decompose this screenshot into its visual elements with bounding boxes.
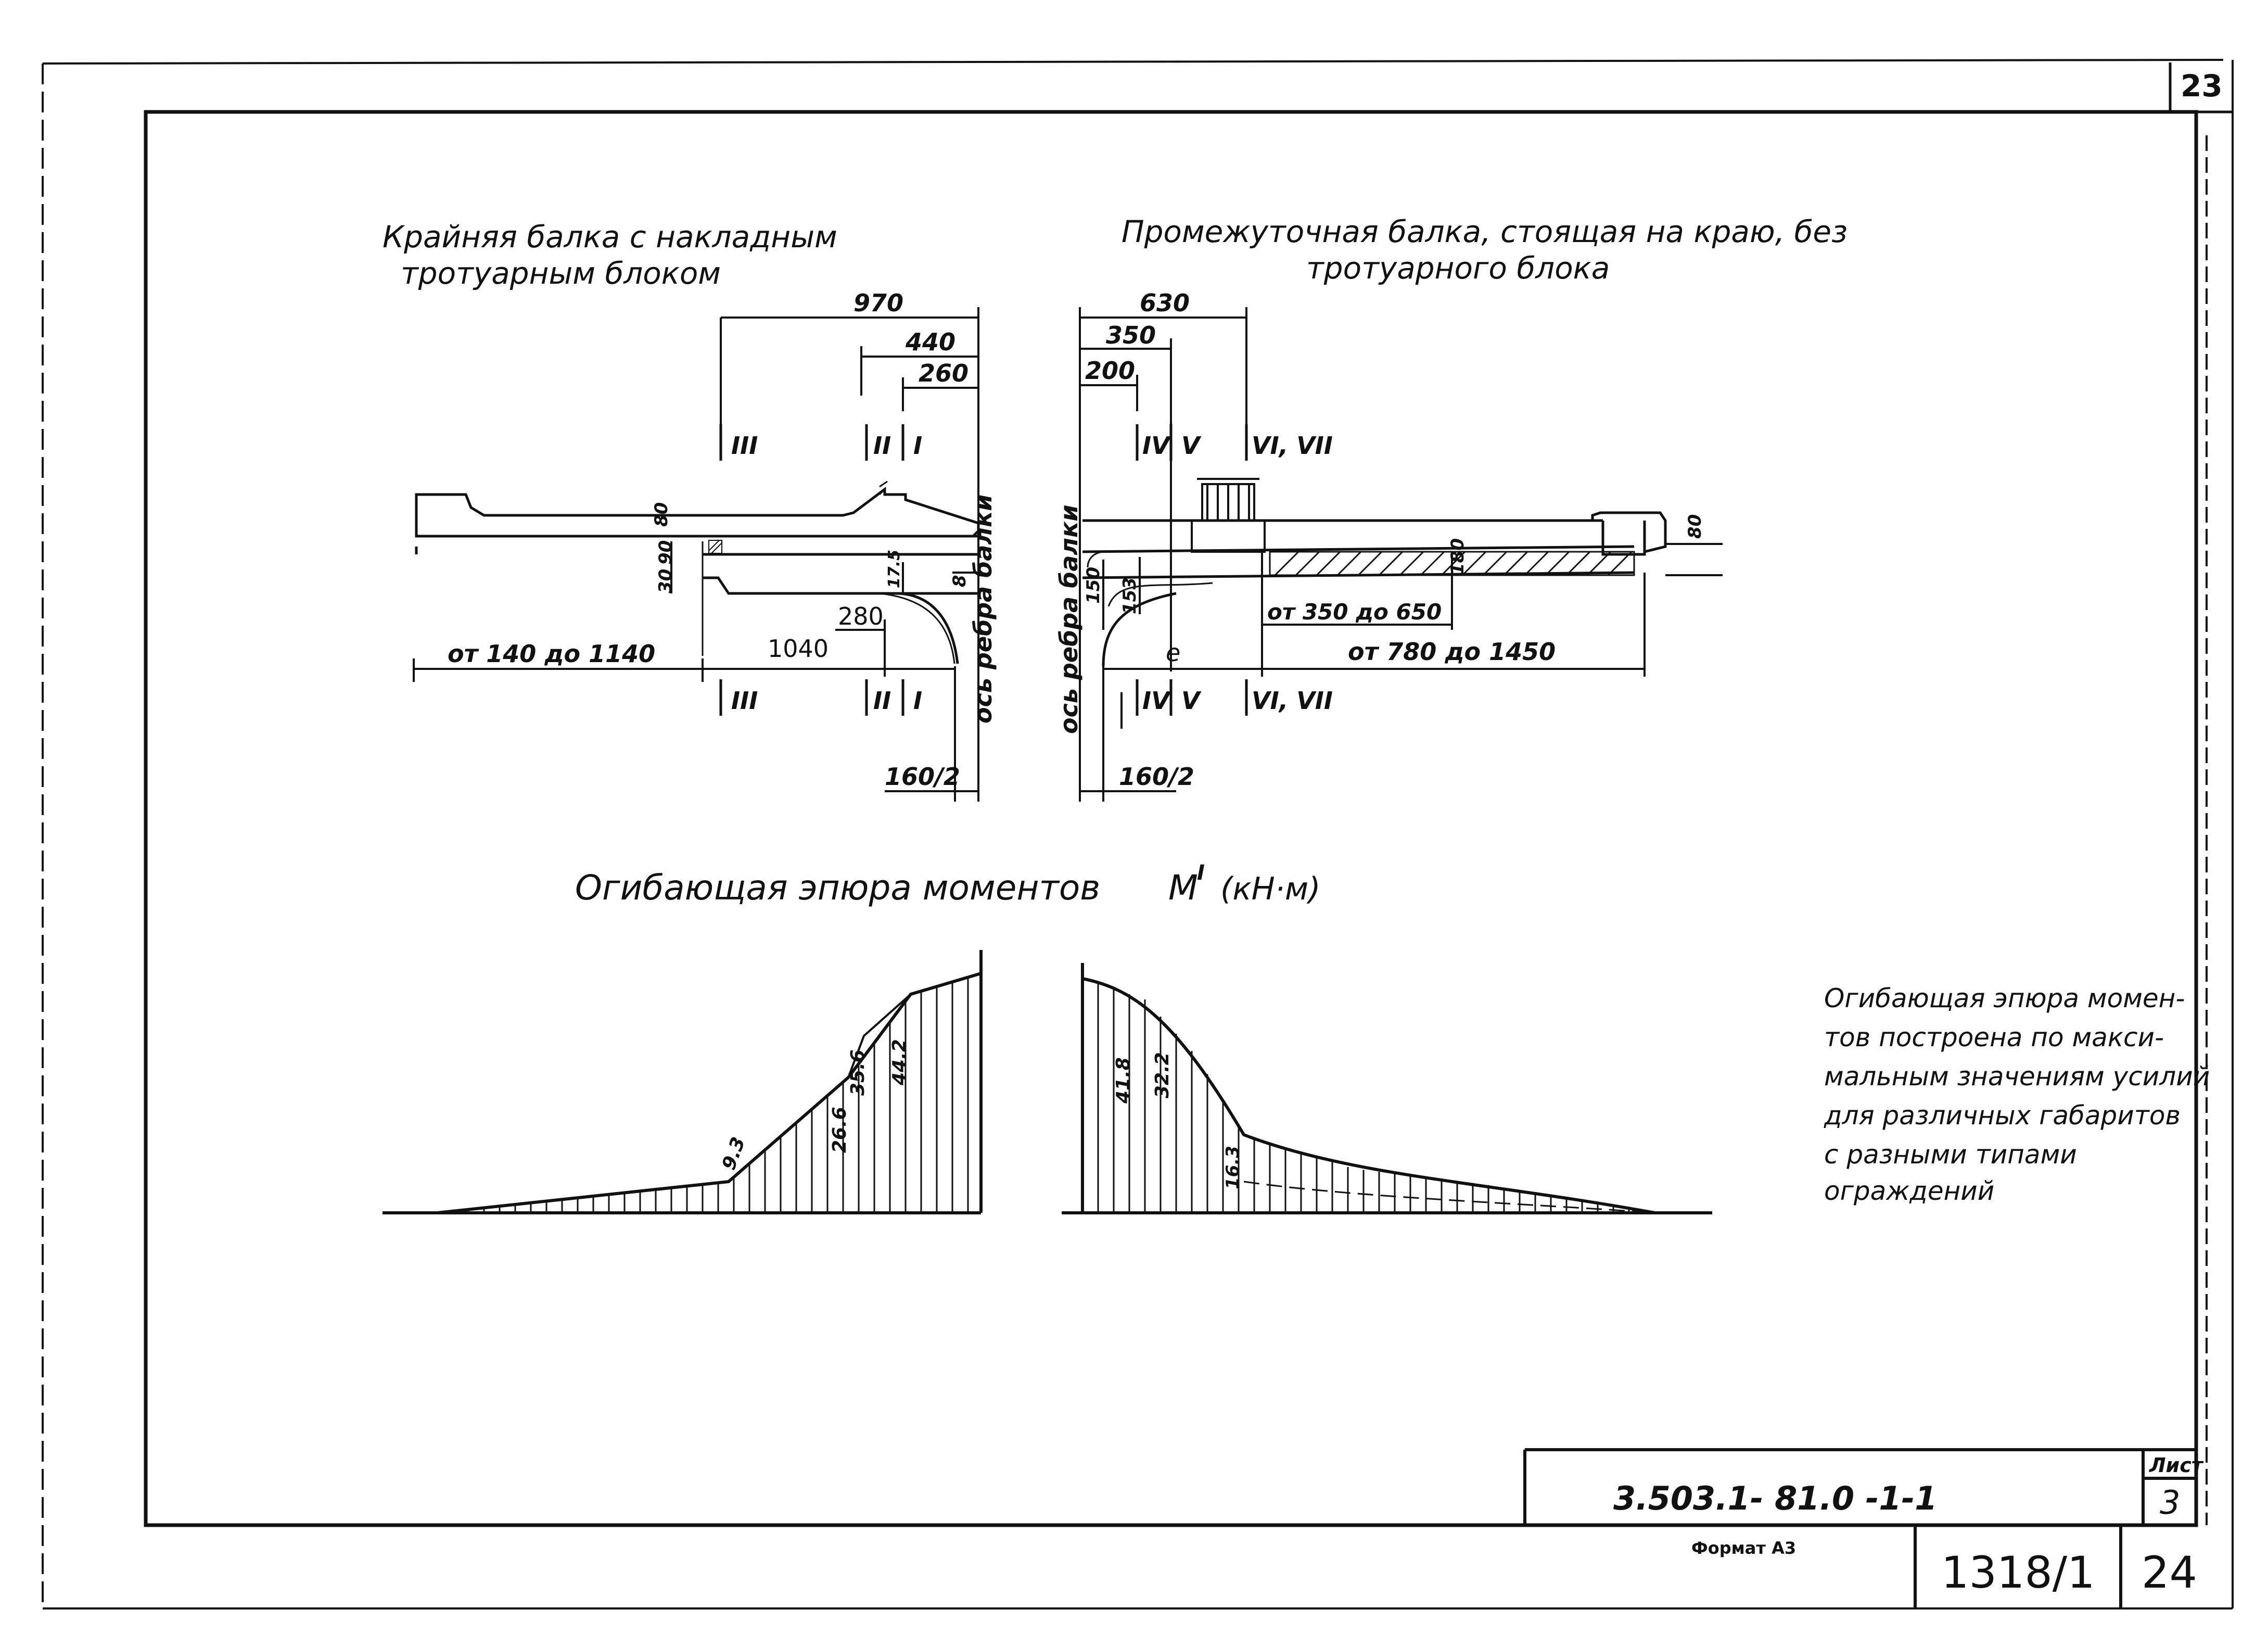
sheet-frame [42, 59, 2234, 1609]
left-axis-label: ось ребра балки [969, 494, 997, 724]
right-mark-IV-bottom: IV [1142, 687, 1171, 715]
left-dim-970: 970 [853, 289, 903, 317]
left-dim-1040: 1040 [768, 635, 829, 663]
left-ordinate-4: 44.2 [889, 1039, 910, 1086]
right-dim-180: 180 [1447, 538, 1468, 575]
right-dim-range-outer: от 780 до 1450 [1348, 638, 1556, 666]
moment-unit-tail: (кН·м) [1220, 871, 1321, 907]
left-dim-260: 260 [919, 359, 969, 387]
left-moment-hatching [467, 977, 969, 1213]
right-dim-80: 80 [1685, 514, 1705, 539]
left-title-line1: Крайняя балка с накладным [383, 219, 837, 255]
note-line-2: тов построена по макси- [1824, 1022, 2164, 1053]
left-dim-range: от 140 до 1140 [448, 640, 655, 668]
right-mark-IV-top: IV [1142, 432, 1171, 460]
right-moment-hatching [1097, 984, 1646, 1213]
moment-unit: M [1168, 868, 1198, 908]
right-mark-VI-VII-top: VI, VII [1252, 432, 1333, 460]
left-dim-90: 90 [655, 540, 676, 565]
right-dimension-lines [1079, 307, 1723, 802]
left-mark-III-bottom: III [731, 687, 758, 715]
note-line-6: ограждений [1824, 1176, 1994, 1206]
corner-number: 23 [2181, 68, 2223, 104]
note-line-5: с разными типами [1824, 1139, 2077, 1170]
title-block [1523, 1448, 2196, 1608]
drawing-code: 3.503.1- 81.0 -1-1 [1613, 1479, 1937, 1517]
format-label: Формат А3 [1691, 1538, 1796, 1558]
left-dim-80: 80 [651, 502, 672, 527]
right-mark-VI-VII-bottom: VI, VII [1252, 687, 1333, 715]
left-ordinate-2: 26.6 [829, 1107, 850, 1153]
page-number: 24 [2142, 1547, 2197, 1598]
note-line-3: мальным значениям усилий [1824, 1061, 2210, 1092]
right-ordinate-1: 41.8 [1113, 1057, 1134, 1104]
list-label: Лист [2149, 1454, 2204, 1477]
left-ordinate-3: 35.6 [847, 1049, 869, 1096]
left-mark-I-bottom: I [913, 687, 922, 715]
right-ordinate-3: 16.3 [1222, 1146, 1243, 1189]
inventory-number: 1318/1 [1941, 1547, 2095, 1598]
moment-unit-superscript: I [1197, 861, 1205, 885]
right-dim-630: 630 [1140, 289, 1190, 317]
right-dim-half-rib: 160/2 [1119, 763, 1194, 791]
right-ordinate-2: 32.2 [1152, 1052, 1173, 1098]
left-mark-III-top: III [731, 432, 758, 460]
left-beam-outline [415, 480, 980, 664]
left-dim-440: 440 [905, 328, 955, 356]
left-title-line2: тротуарным блоком [401, 256, 721, 291]
left-dim-30: 30 [655, 569, 676, 593]
left-section-titles: Крайняя балка с накладным тротуарным бло… [383, 219, 837, 291]
left-mark-II-top: II [873, 432, 891, 460]
note-block: Огибающая эпюра момен- тов построена по … [1824, 983, 2210, 1206]
right-dim-153: 153 [1119, 577, 1140, 614]
left-section-mark-lines [719, 424, 904, 716]
left-mark-II-bottom: II [873, 687, 891, 715]
right-mark-V-top: V [1181, 432, 1202, 460]
left-dim-280: 280 [838, 602, 884, 630]
left-dimension-lines [413, 307, 979, 802]
right-dim-150: 150 [1083, 567, 1104, 604]
right-title-line2: тротуарного блока [1306, 250, 1610, 286]
left-dim-8: 8 [949, 575, 970, 587]
right-dim-350: 350 [1106, 321, 1156, 349]
moment-diagram-title: Огибающая эпюра моментов [575, 868, 1100, 908]
left-moment-envelope [383, 950, 983, 1214]
right-section-titles: Промежуточная балка, стоящая на краю, бе… [1122, 214, 1847, 286]
right-axis-label: ось ребра балки [1055, 504, 1083, 734]
right-mark-V-bottom: V [1181, 687, 1202, 715]
right-dim-200: 200 [1085, 357, 1135, 385]
left-dim-half-rib: 160/2 [885, 763, 960, 791]
left-mark-I-top: I [913, 432, 922, 460]
list-number: 3 [2160, 1484, 2180, 1522]
right-moment-envelope [1062, 963, 1712, 1214]
right-section-mark-lines [1136, 424, 1248, 716]
left-dim-17-5: 17.5 [885, 550, 903, 588]
note-line-1: Огибающая эпюра момен- [1824, 983, 2185, 1013]
note-line-4: для различных габаритов [1824, 1100, 2181, 1131]
right-dim-range-inner: от 350 до 650 [1267, 599, 1442, 625]
right-title-line1: Промежуточная балка, стоящая на краю, бе… [1122, 214, 1847, 249]
right-e-label: е [1166, 639, 1180, 667]
